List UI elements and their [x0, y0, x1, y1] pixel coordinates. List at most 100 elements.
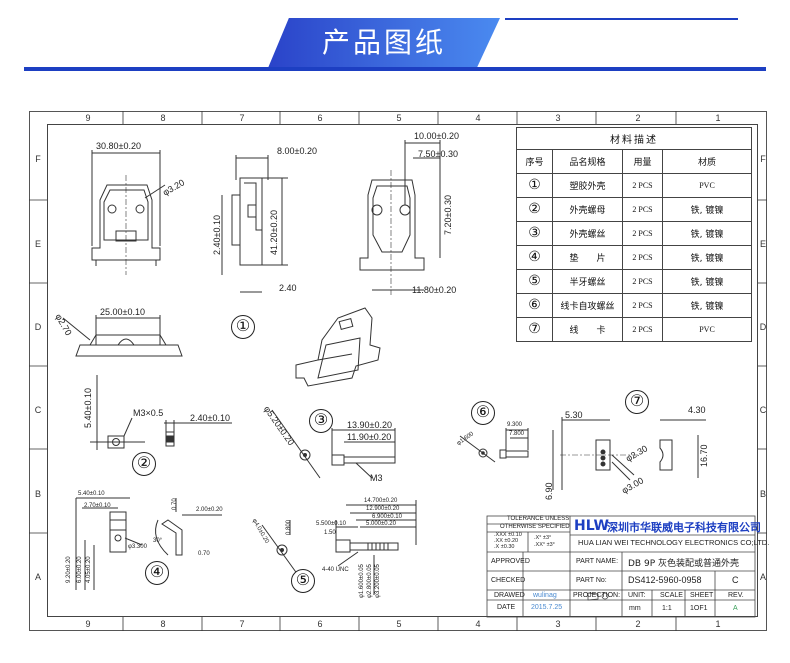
- materials-table: 材料描述 序号 品名规格 用量 材质 ① 塑胶外壳 2 PCS PVC ② 外壳…: [516, 127, 752, 342]
- col-label-top: 3: [555, 113, 561, 123]
- rev-small-value: A: [733, 605, 738, 612]
- row-label-right: A: [759, 572, 766, 582]
- company-name-en: HUA LIAN WEI TECHNOLOGY ELECTRONICS CO;L…: [578, 538, 770, 547]
- col-label-top: 2: [635, 113, 641, 123]
- dim-part5-height: 0.800: [286, 519, 292, 535]
- company-name-cn: 深圳市华联威电子科技有限公司: [607, 521, 761, 534]
- unit-label: UNIT:: [628, 592, 646, 599]
- part5-screw: [261, 500, 417, 595]
- dim-part4-h2: 6.00±0.20: [77, 556, 83, 583]
- projection-label: PROJECTION:: [573, 592, 621, 599]
- dim-part4-angle: 30°: [153, 538, 163, 544]
- materials-cell-qty: 2 PCS: [622, 221, 663, 246]
- part1-isometric: [295, 307, 381, 387]
- part-no-label: PART No:: [576, 577, 607, 584]
- col-label-top: 8: [160, 113, 166, 123]
- part7-clamp: [552, 417, 706, 490]
- materials-cell-name: 垫 片: [552, 245, 623, 270]
- col-label-bottom: 2: [635, 619, 641, 629]
- materials-col-qty: 用量: [622, 149, 663, 174]
- callout-part-3: ③: [309, 409, 333, 433]
- dim-part4-diameter: φ3.300: [128, 544, 147, 550]
- drawing-inner-frame: [47, 124, 758, 617]
- tolerance-x: .X ±0.30: [494, 544, 515, 550]
- dim-part4-h1: 9.20±0.20: [66, 556, 72, 583]
- tolerance-angle-2: .XX° ±3°: [534, 542, 555, 548]
- materials-row: ⑥ 线卡自攻螺丝 2 PCS 铁, 镀镍: [516, 293, 752, 318]
- materials-cell-name: 塑胶外壳: [552, 173, 623, 198]
- materials-cell-no: ⑤: [516, 269, 553, 294]
- part6-screw: [459, 428, 529, 463]
- materials-cell-name: 线 卡: [552, 317, 623, 342]
- col-label-bottom: 9: [85, 619, 91, 629]
- dim-part1-back-bottom: 11.80±0.20: [412, 285, 457, 295]
- col-label-top: 5: [396, 113, 402, 123]
- materials-cell-material: 铁, 镀镍: [662, 221, 752, 246]
- materials-row: ① 塑胶外壳 2 PCS PVC: [516, 173, 752, 198]
- materials-cell-no: ③: [516, 221, 553, 246]
- col-label-bottom: 1: [715, 619, 721, 629]
- dim-part6-l2: 7.800: [509, 431, 525, 437]
- date-label: DATE: [497, 604, 516, 611]
- col-label-top: 4: [475, 113, 481, 123]
- sheet-label: SHEET: [690, 592, 714, 599]
- scale-value: 1:1: [662, 605, 672, 612]
- dim-part5-d2: φ2.800±0.05: [367, 564, 373, 598]
- materials-row: ④ 垫 片 2 PCS 铁, 镀镍: [516, 245, 752, 270]
- col-label-top: 6: [317, 113, 323, 123]
- dim-part4-h3: 4.05±0.20: [86, 556, 92, 583]
- part1-side-view: [221, 155, 288, 293]
- dim-part3-l2: 11.90±0.20: [347, 432, 392, 442]
- dim-part5-d1: φ1.600±0.05: [359, 564, 365, 598]
- callout-part-7: ⑦: [625, 390, 649, 414]
- col-label-top: 9: [85, 113, 91, 123]
- dim-part3-l1: 13.90±0.20: [347, 420, 392, 430]
- dim-part4-w1: 5.40±0.10: [78, 491, 105, 497]
- part1-front-view: [91, 150, 166, 275]
- row-label-left: C: [34, 405, 42, 415]
- materials-cell-no: ②: [516, 197, 553, 222]
- col-label-bottom: 5: [396, 619, 402, 629]
- dim-part6-l1: 9.300: [507, 422, 523, 428]
- dim-part4-t2: 0.70: [198, 551, 210, 557]
- materials-col-no: 序号: [516, 149, 553, 174]
- tolerance-angle-1: .X° ±3°: [534, 535, 552, 541]
- drawed-label: DRAWED: [494, 592, 525, 599]
- callout-part-2: ②: [132, 452, 156, 476]
- row-label-left: E: [34, 239, 41, 249]
- part2-nut: [90, 375, 232, 450]
- dim-part1-side-top: 8.00±0.20: [277, 146, 317, 156]
- materials-caption: 材料描述: [516, 127, 752, 150]
- row-label-left: B: [34, 489, 41, 499]
- materials-cell-no: ④: [516, 245, 553, 270]
- materials-cell-qty: 2 PCS: [622, 245, 663, 270]
- row-label-left: F: [35, 154, 41, 164]
- dim-part5-l5: 5.000±0.20: [366, 521, 396, 527]
- materials-cell-qty: 2 PCS: [622, 269, 663, 294]
- materials-cell-material: PVC: [662, 317, 752, 342]
- part1-top-view: [62, 315, 183, 357]
- rev-label: REV.: [728, 592, 744, 599]
- dim-part1-back-top2: 7.50±0.30: [418, 149, 458, 159]
- tolerance-xxx: .XXX ±0.10: [494, 532, 522, 538]
- part1-back-view: [359, 140, 441, 295]
- col-label-bottom: 6: [317, 619, 323, 629]
- title-banner: [268, 18, 500, 68]
- revision-value: C: [732, 575, 739, 585]
- unit-value: mm: [629, 605, 641, 612]
- dim-part4-w3: 2.00±0.20: [196, 507, 223, 513]
- dim-part1-side-bottom: 2.40: [279, 283, 297, 293]
- dim-part1-back-h: 7.20±0.30: [443, 195, 453, 235]
- dim-part1-width: 30.80±0.20: [96, 141, 141, 151]
- dim-part7-w1: 5.30: [565, 410, 583, 420]
- materials-cell-name: 半牙螺丝: [552, 269, 623, 294]
- col-label-bottom: 3: [555, 619, 561, 629]
- dim-part7-w2: 4.30: [688, 405, 706, 415]
- dim-part1-side-h1: 2.40±0.10: [212, 215, 222, 255]
- materials-cell-name: 外壳螺母: [552, 197, 623, 222]
- date-value: 2015.7.25: [531, 604, 563, 611]
- materials-cell-no: ⑥: [516, 293, 553, 318]
- row-label-right: F: [760, 154, 766, 164]
- callout-part-1: ①: [231, 315, 255, 339]
